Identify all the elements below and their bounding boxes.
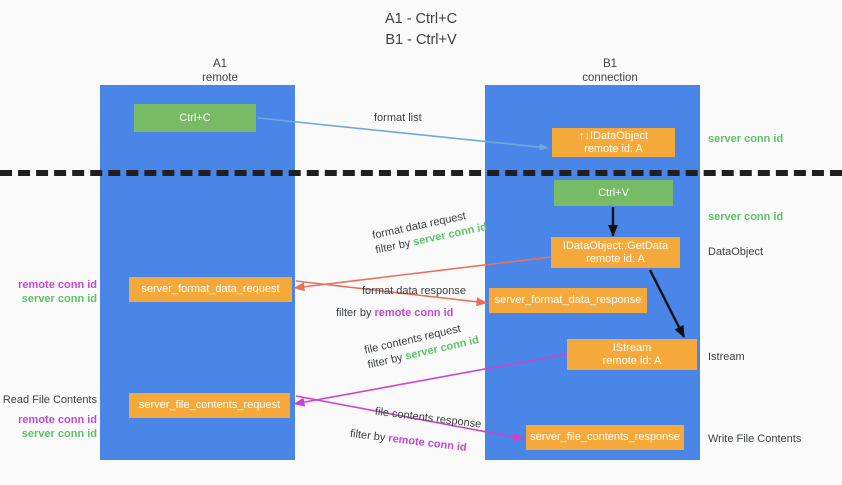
boundary-divider	[0, 170, 842, 176]
annotation-left-conn-mid: remote conn id server conn id	[0, 278, 97, 306]
node-server-format-data-response[interactable]: server_format_data_response	[489, 288, 647, 313]
column-header-b1-name: B1	[602, 58, 618, 70]
filter-value-remote-conn-id: remote conn id	[387, 432, 468, 455]
node-server-format-data-request[interactable]: server_format_data_request	[129, 277, 292, 302]
node-ctrl-c[interactable]: Ctrl+C	[134, 104, 256, 132]
node-idataobject-getdata[interactable]: IDataObject::GetData remote id: A	[551, 237, 680, 268]
annotation-right-dataobject: DataObject	[708, 245, 763, 259]
annotation-left-read-file-contents-text: Read File Contents	[2, 394, 97, 406]
node-server-format-data-request-label: server_format_data_request	[141, 283, 280, 295]
node-ctrl-v[interactable]: Ctrl+V	[554, 180, 673, 206]
annotation-right-server-conn-mid-text: server conn id	[708, 211, 784, 223]
column-header-a1-name: A1	[212, 58, 228, 70]
node-server-format-data-response-label: server_format_data_response	[494, 294, 642, 306]
column-header-b1-sub: connection	[582, 71, 638, 84]
edge-label-file-contents-request: file contents request filter by server c…	[363, 318, 481, 373]
diagram-title: A1 - Ctrl+C B1 - Ctrl+V	[0, 9, 842, 51]
annotation-right-server-conn-mid: server conn id	[708, 210, 783, 224]
column-header-a1-sub: remote	[202, 71, 238, 84]
edge-label-format-data-response-filter: filter by remote conn id	[336, 299, 466, 321]
annotation-right-server-conn-top: server conn id	[708, 132, 783, 146]
annotation-right-write-file-contents-text: Write File Contents	[708, 433, 802, 445]
node-server-file-contents-request[interactable]: server_file_contents_request	[129, 393, 290, 418]
annotation-right-dataobject-text: DataObject	[708, 246, 764, 258]
node-ctrl-c-label: Ctrl+C	[179, 111, 211, 124]
filter-prefix: filter by	[349, 427, 390, 445]
node-ole-idataobject-line1: ↑↓IDataObject	[578, 129, 649, 142]
annotation-right-istream-text: Istream	[708, 351, 745, 363]
node-istream-line2: remote id: A	[602, 354, 662, 367]
annotation-right-istream: Istream	[708, 350, 745, 364]
filter-value-remote-conn-id: remote conn id	[374, 307, 454, 319]
edge-label-format-data-request: format data request filter by server con…	[371, 205, 488, 258]
edge-label-format-data-response: format data response filter by remote co…	[336, 284, 466, 321]
node-server-file-contents-request-label: server_file_contents_request	[138, 399, 281, 411]
edge-label-format-list: format list	[374, 111, 422, 126]
annotation-left-conn-bottom: remote conn id server conn id	[0, 413, 97, 441]
edge-label-format-data-response-line1: format data response	[362, 285, 466, 297]
annotation-left-conn-mid-server: server conn id	[21, 293, 97, 305]
annotation-right-write-file-contents: Write File Contents	[708, 432, 801, 446]
annotation-right-server-conn-top-text: server conn id	[708, 133, 784, 145]
title-line-2: B1 - Ctrl+V	[385, 32, 457, 48]
annotation-left-read-file-contents: Read File Contents	[0, 393, 97, 407]
node-istream[interactable]: IStream remote id: A	[567, 339, 697, 370]
node-istream-line1: IStream	[612, 341, 652, 354]
node-idataobject-getdata-line2: remote id: A	[586, 252, 645, 265]
filter-prefix: filter by	[336, 307, 375, 319]
annotation-left-conn-bottom-remote: remote conn id	[18, 414, 97, 426]
node-ole-idataobject[interactable]: ↑↓IDataObject remote id: A	[552, 128, 675, 157]
edge-label-file-contents-response: file contents response filter by remote …	[349, 402, 482, 457]
node-idataobject-getdata-line1: IDataObject::GetData	[562, 239, 669, 252]
annotation-left-conn-bottom-server: server conn id	[21, 428, 97, 440]
node-server-file-contents-response-label: server_file_contents_response	[530, 431, 680, 443]
annotation-left-conn-mid-remote: remote conn id	[18, 279, 97, 291]
node-server-file-contents-response[interactable]: server_file_contents_response	[526, 425, 684, 450]
title-line-1: A1 - Ctrl+C	[384, 11, 458, 27]
column-header-b1: B1 connection	[530, 58, 690, 85]
column-header-a1: A1 remote	[140, 58, 300, 85]
node-ole-idataobject-line2: remote id: A	[584, 142, 643, 155]
edge-label-format-list-text: format list	[374, 112, 422, 124]
node-ctrl-v-label: Ctrl+V	[598, 186, 629, 199]
